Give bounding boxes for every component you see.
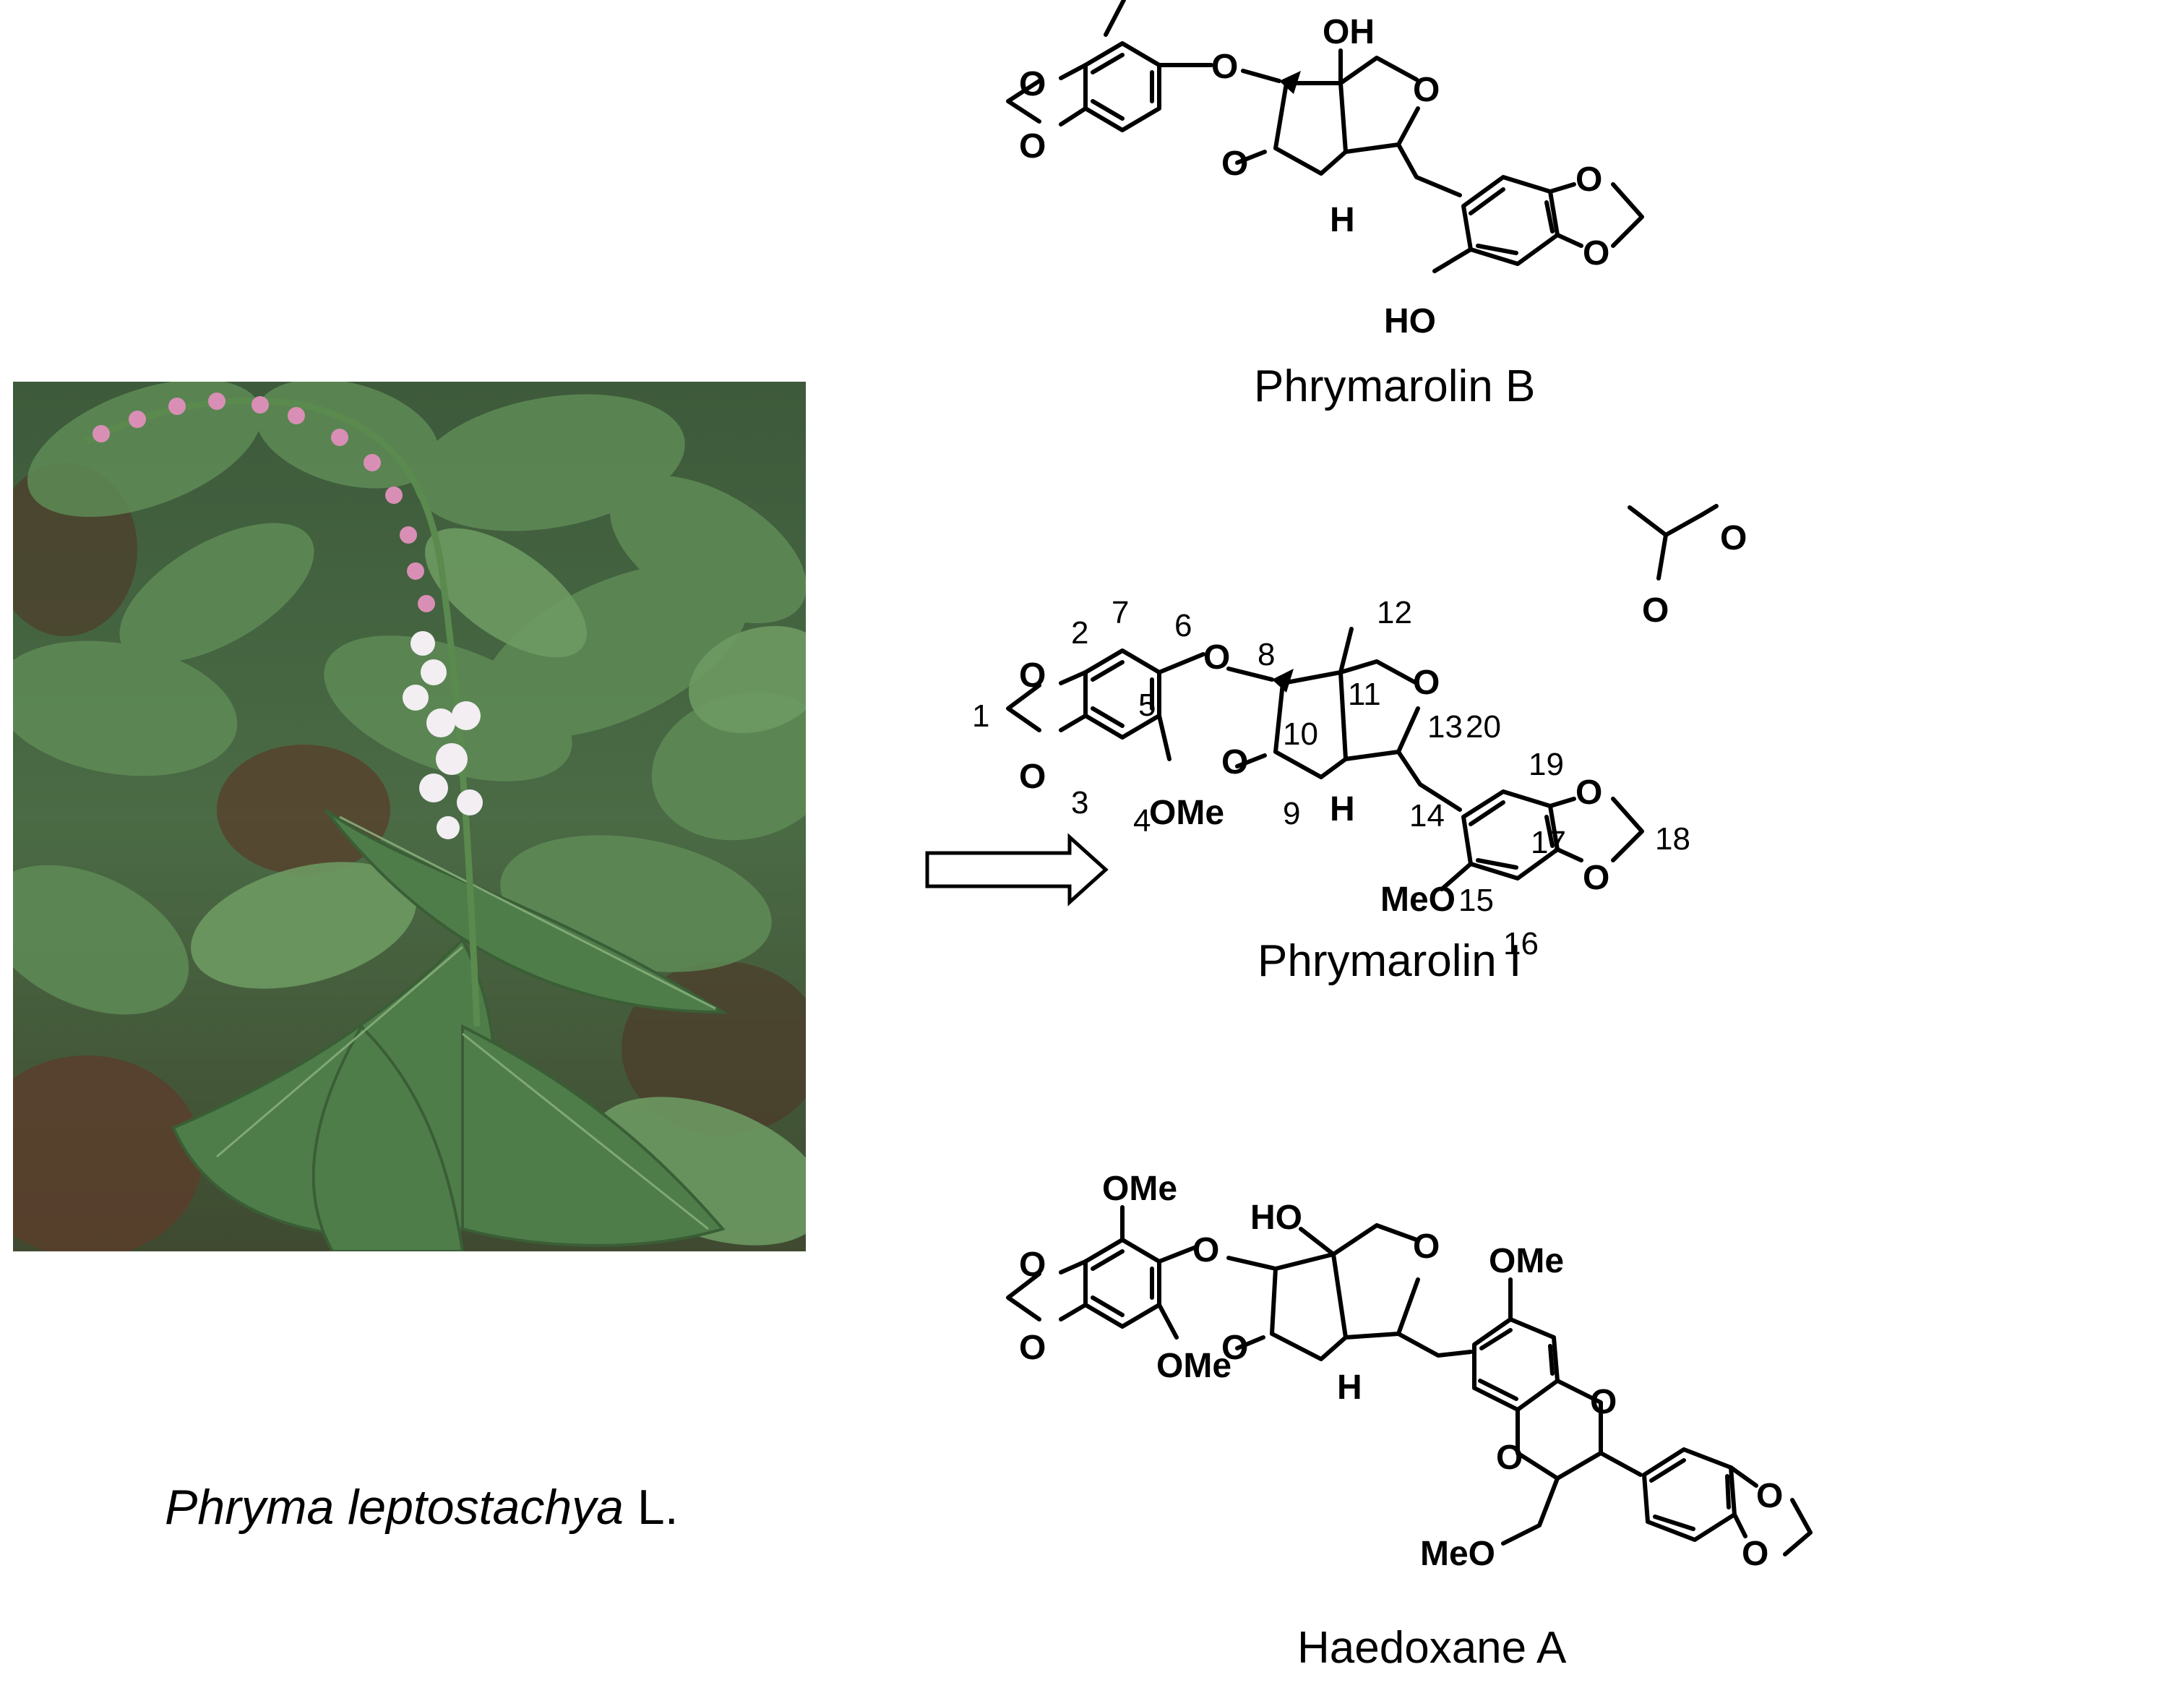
atom-number: 2: [1071, 615, 1088, 651]
flower-cluster: [93, 393, 483, 839]
atom-o: O: [1019, 65, 1046, 103]
compound-name-phrymarolin-i: Phrymarolin I: [1257, 936, 1521, 986]
atom-o: O: [1211, 48, 1238, 86]
atom-o: O: [1720, 519, 1747, 557]
atom-number: 16: [1503, 926, 1539, 961]
atom-o: O: [1019, 1246, 1046, 1284]
atom-ho: HO: [1250, 1199, 1302, 1237]
atom-number: 10: [1283, 716, 1318, 752]
atom-o: O: [1742, 1535, 1768, 1573]
plant-caption: Phryma leptostachya L.: [165, 1480, 679, 1535]
atom-number: 17: [1531, 825, 1566, 860]
compound-name-phrymarolin-b: Phrymarolin B: [1254, 361, 1535, 411]
atom-number: 12: [1377, 595, 1412, 630]
atom-o: O: [1203, 638, 1230, 677]
atom-number: 15: [1458, 883, 1494, 918]
atom-o: O: [1221, 1329, 1248, 1367]
atom-o: O: [1575, 774, 1602, 812]
atom-o: O: [1221, 145, 1248, 183]
atom-o: O: [1192, 1231, 1219, 1269]
atom-o: O: [1583, 859, 1609, 897]
atom-o: O: [1019, 758, 1046, 796]
structure-haedoxane-a: OMe O O O OMe O HO O H OMe O O MeO O O H…: [1006, 1170, 1813, 1673]
atom-h: H: [1330, 201, 1355, 239]
atom-number: 7: [1112, 595, 1129, 630]
atom-oh: OH: [1323, 13, 1375, 51]
atom-h: H: [1330, 790, 1355, 828]
atom-ome: OMe: [1156, 1347, 1231, 1385]
atom-o: O: [1575, 160, 1602, 199]
atom-number: 9: [1283, 796, 1300, 831]
atom-number: 19: [1529, 747, 1564, 782]
atom-ome: OMe: [1149, 794, 1224, 832]
atom-number: 18: [1655, 821, 1690, 857]
atom-number: 6: [1174, 608, 1192, 643]
atom-o: O: [1413, 1228, 1440, 1266]
atom-o: O: [1590, 1383, 1617, 1421]
atom-o: O: [1496, 1439, 1523, 1477]
atom-o: O: [1583, 234, 1609, 273]
atom-meo: MeO: [1420, 1535, 1495, 1573]
structure-phrymarolin-i: O O O O O O O H OMe O O MeO 1 2 3 4 5 6 …: [972, 504, 1747, 986]
atom-number: 11: [1348, 677, 1381, 712]
atom-number: 4: [1133, 803, 1151, 839]
atom-h: H: [1337, 1368, 1362, 1407]
atom-number: 1: [972, 698, 989, 734]
atom-meo: MeO: [1380, 881, 1456, 919]
right-arrow-icon: [925, 833, 1109, 907]
plant-species-name: Phryma leptostachya: [165, 1480, 624, 1535]
atom-o: O: [1019, 1329, 1046, 1367]
atom-number: 8: [1257, 637, 1275, 672]
atom-o: O: [1019, 127, 1046, 166]
atom-o: O: [1221, 743, 1248, 781]
atom-o: O: [1413, 71, 1440, 109]
atom-o: O: [1413, 664, 1440, 702]
atom-number: 3: [1071, 785, 1088, 821]
atom-o: O: [1756, 1477, 1783, 1515]
atom-number: 13: [1427, 709, 1463, 745]
plant-author: L.: [624, 1480, 679, 1535]
plant-photo: [13, 382, 806, 1251]
atom-ho: HO: [1384, 302, 1436, 340]
compound-name-haedoxane-a: Haedoxane A: [1297, 1623, 1567, 1673]
structure-phrymarolin-b: O O O O OH O H O O HO Phrymarolin B: [1006, 0, 1644, 411]
atom-ome: OMe: [1489, 1242, 1564, 1280]
atom-ome: OMe: [1102, 1170, 1177, 1208]
atom-number: 20: [1466, 709, 1501, 745]
atom-o: O: [1019, 656, 1046, 695]
atom-number: 5: [1138, 687, 1156, 723]
atom-number: 14: [1409, 798, 1445, 834]
atom-o: O: [1642, 591, 1669, 630]
